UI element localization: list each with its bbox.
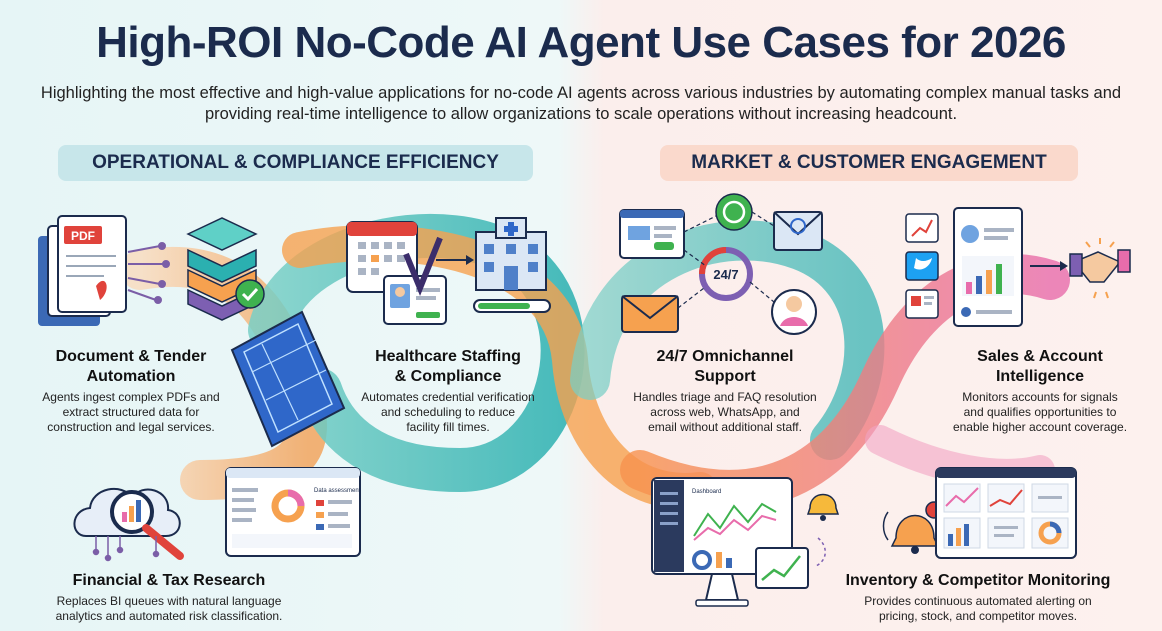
whatsapp-icon <box>715 193 753 231</box>
use-case-title: Inventory & Competitor Monitoring <box>845 572 1111 589</box>
sales-sidebar-icons <box>905 213 939 319</box>
badge-card-icon <box>383 236 447 325</box>
use-case-description: Provides continuous automated alerting o… <box>864 594 1092 623</box>
section-label-operational: OPERATIONAL & COMPLIANCE EFFICIENCY <box>58 145 533 181</box>
chat-window-icon <box>619 209 685 259</box>
support-24-7-icon: 24/7 <box>699 247 753 301</box>
section-label-market: MARKET & CUSTOMER ENGAGEMENT <box>660 145 1078 181</box>
use-case-title: Financial & Tax Research <box>72 572 266 589</box>
blueprint-icon <box>230 310 346 448</box>
cloud-magnifier-icon <box>73 488 184 562</box>
monitor-dashboard-icon: Dashboard <box>651 477 809 607</box>
use-case-title: Healthcare Staffing& Compliance <box>375 348 521 385</box>
use-case-description: Replaces BI queues with natural language… <box>55 594 283 623</box>
database-stack-icon <box>186 217 265 321</box>
channel-dashed-links <box>677 211 775 309</box>
use-case-financial-research: Financial & Tax Research Replaces BI que… <box>30 571 308 624</box>
email-at-icon <box>773 211 823 251</box>
account-profile-panel <box>953 207 1068 327</box>
smiley-user-icon <box>771 289 817 335</box>
notification-bell-icon <box>806 493 840 567</box>
calendar-icon <box>346 221 418 293</box>
envelope-icon <box>621 295 679 333</box>
dashboard-label: Dashboard <box>692 489 721 495</box>
progress-bar-icon <box>473 299 551 313</box>
use-case-inventory-monitoring: Inventory & Competitor Monitoring Provid… <box>834 571 1122 624</box>
page-subtitle: Highlighting the most effective and high… <box>40 84 1122 123</box>
document-stack-icon: PDF <box>38 215 127 326</box>
support-24-7-text: 24/7 <box>713 267 738 282</box>
report-label: Data assessment <box>314 488 361 494</box>
use-case-healthcare-staffing: Healthcare Staffing& Compliance Automate… <box>342 347 554 435</box>
analytics-grid-panel <box>935 467 1077 559</box>
data-connector-lines <box>127 242 170 304</box>
handshake-icon <box>1069 238 1131 299</box>
page-title: High-ROI No-Code AI Agent Use Cases for … <box>96 18 1066 67</box>
report-dashboard-icon: Data assessment <box>225 467 361 557</box>
pdf-badge: PDF <box>71 229 95 243</box>
hospital-building-icon <box>436 217 547 291</box>
